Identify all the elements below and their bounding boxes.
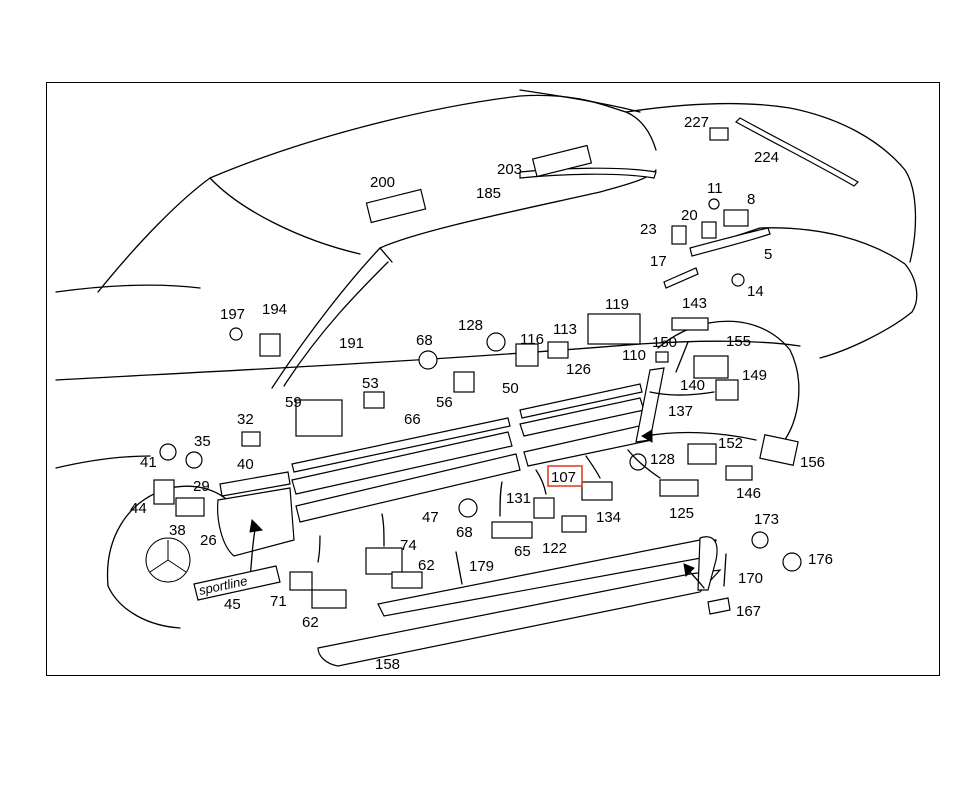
part-label-173: 173 <box>754 511 779 528</box>
leader-arrows <box>249 341 757 589</box>
part-label-128: 128 <box>458 317 483 334</box>
part-label-116: 116 <box>520 331 544 348</box>
car-body-outline <box>55 89 918 629</box>
part-label-47: 47 <box>422 509 439 526</box>
part-label-113: 113 <box>553 321 577 338</box>
part-label-152: 152 <box>718 435 743 452</box>
part-label-224: 224 <box>754 149 779 166</box>
part-label-176: 176 <box>808 551 833 568</box>
part-label-71: 71 <box>270 593 287 610</box>
part-label-143: 143 <box>682 295 707 312</box>
part-label-38: 38 <box>169 522 186 539</box>
part-label-65: 65 <box>514 543 531 560</box>
part-label-170: 170 <box>738 570 763 587</box>
part-label-40: 40 <box>237 456 254 473</box>
part-label-191: 191 <box>339 335 364 352</box>
part-label-227: 227 <box>684 114 709 131</box>
part-label-20: 20 <box>681 207 698 224</box>
part-label-155: 155 <box>726 333 751 350</box>
part-label-179: 179 <box>469 558 494 575</box>
part-label-41: 41 <box>140 454 157 471</box>
part-label-23: 23 <box>640 221 657 238</box>
part-label-35: 35 <box>194 433 211 450</box>
part-label-203: 203 <box>497 161 522 178</box>
part-label-14: 14 <box>747 283 764 300</box>
part-label-197: 197 <box>220 306 245 323</box>
part-label-32: 32 <box>237 411 254 428</box>
part-label-194: 194 <box>262 301 287 318</box>
clips-and-fasteners <box>153 127 802 609</box>
part-label-26: 26 <box>200 532 217 549</box>
part-label-150: 150 <box>652 334 677 351</box>
diagram-frame <box>46 82 940 676</box>
part-label-149: 149 <box>742 367 767 384</box>
part-label-140: 140 <box>680 377 705 394</box>
part-label-62: 62 <box>418 557 435 574</box>
part-number-labels: 227 224 200 203 185 11 8 20 23 5 17 14 197 194 191 68 12… <box>130 114 833 673</box>
part-label-68: 68 <box>416 332 433 349</box>
part-label-110: 110 <box>622 347 646 364</box>
part-label-125: 125 <box>669 505 694 522</box>
part-label-66: 66 <box>404 411 421 428</box>
part-label-29: 29 <box>193 478 210 495</box>
part-label-158: 158 <box>375 656 400 673</box>
part-label-17: 17 <box>650 253 667 270</box>
part-label-50: 50 <box>502 380 519 397</box>
part-label-5: 5 <box>764 246 772 263</box>
part-label-122: 122 <box>542 540 567 557</box>
part-label-56: 56 <box>436 394 453 411</box>
highlight-box <box>547 465 583 487</box>
part-label-53: 53 <box>362 375 379 392</box>
part-label-185: 185 <box>476 185 501 202</box>
part-label-74: 74 <box>400 537 417 554</box>
part-label-167: 167 <box>736 603 761 620</box>
part-label-68: 68 <box>456 524 473 541</box>
part-label-137: 137 <box>668 403 693 420</box>
part-label-134: 134 <box>596 509 621 526</box>
part-label-45: 45 <box>224 596 241 613</box>
part-label-128: 128 <box>650 451 675 468</box>
part-label-62: 62 <box>302 614 319 631</box>
part-label-44: 44 <box>130 500 147 517</box>
highlighted-part-label: 107 <box>551 469 576 486</box>
part-label-131: 131 <box>506 490 531 507</box>
part-label-156: 156 <box>800 454 825 471</box>
part-label-59: 59 <box>285 394 302 411</box>
part-label-119: 119 <box>605 296 629 313</box>
part-label-11: 11 <box>707 180 723 197</box>
sportline-badge: sportline <box>193 565 281 601</box>
part-label-8: 8 <box>747 191 755 208</box>
side-mouldings <box>217 117 859 667</box>
part-label-126: 126 <box>566 361 591 378</box>
part-label-200: 200 <box>370 174 395 191</box>
part-label-146: 146 <box>736 485 761 502</box>
